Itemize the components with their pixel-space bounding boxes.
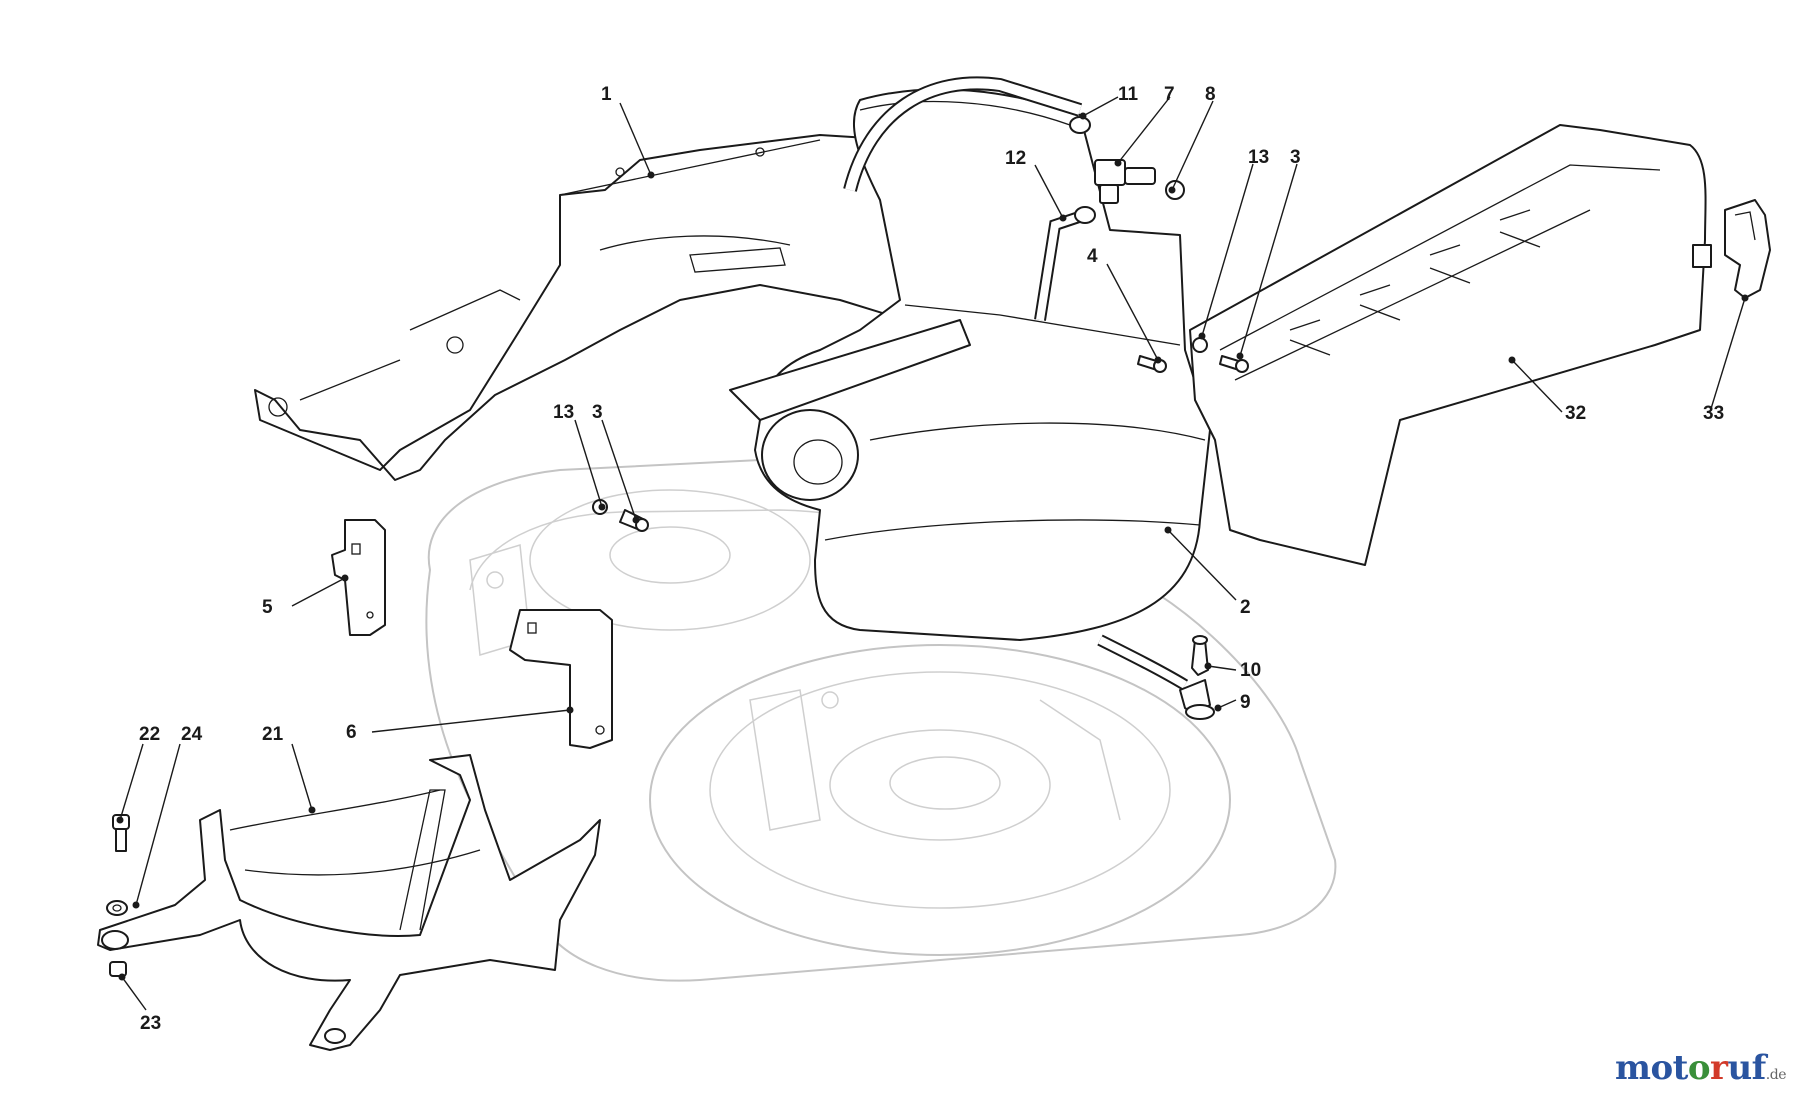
bracket-5-part [331,519,386,636]
brand-part: mot [1614,1048,1688,1088]
callout-label: 1 [601,84,612,105]
callout-label: 6 [346,722,357,743]
chute-housing-part [729,88,1211,641]
brand-suffix: .de [1765,1067,1787,1083]
brand-watermark: motoruf.de [1614,1048,1787,1088]
callout-label: 7 [1164,84,1175,105]
push-rivet-10 [1191,635,1209,676]
rear-deflector-part [97,754,601,1051]
callout-label: 24 [181,724,203,745]
callout-leaders [116,96,1749,1011]
tee-fitting-7 [1094,159,1156,204]
brand-part: r [1710,1048,1728,1088]
callout-label: 8 [1205,84,1216,105]
callout-label: 33 [1703,403,1724,424]
callout-numbers: 1 11 7 8 12 13 3 4 13 3 5 2 32 33 10 9 6… [139,84,1724,1034]
callout-label: 2 [1240,597,1251,618]
callout-label: 13 [1248,147,1269,168]
hose-assembly [843,76,1189,691]
brand-part: o [1687,1048,1711,1088]
clip-33-part [1724,199,1771,299]
hose-end-11 [1069,116,1091,134]
bracket-6-part [509,609,613,749]
callout-label: 21 [262,724,284,745]
callout-label: 22 [139,724,160,745]
elbow-fitting-9 [1179,679,1215,720]
discharge-channel-part [1189,124,1712,566]
callout-label: 23 [140,1013,161,1034]
callout-label: 10 [1240,660,1261,681]
callout-label: 11 [1118,84,1139,105]
callout-label: 4 [1087,246,1098,267]
callout-label: 13 [553,402,574,423]
callout-label: 5 [262,597,273,618]
callout-label: 3 [592,402,603,423]
callout-label: 12 [1005,148,1026,169]
callout-label: 9 [1240,692,1251,713]
brand-part: uf [1727,1048,1766,1088]
callout-label: 3 [1290,147,1301,168]
callout-label: 32 [1565,403,1586,424]
